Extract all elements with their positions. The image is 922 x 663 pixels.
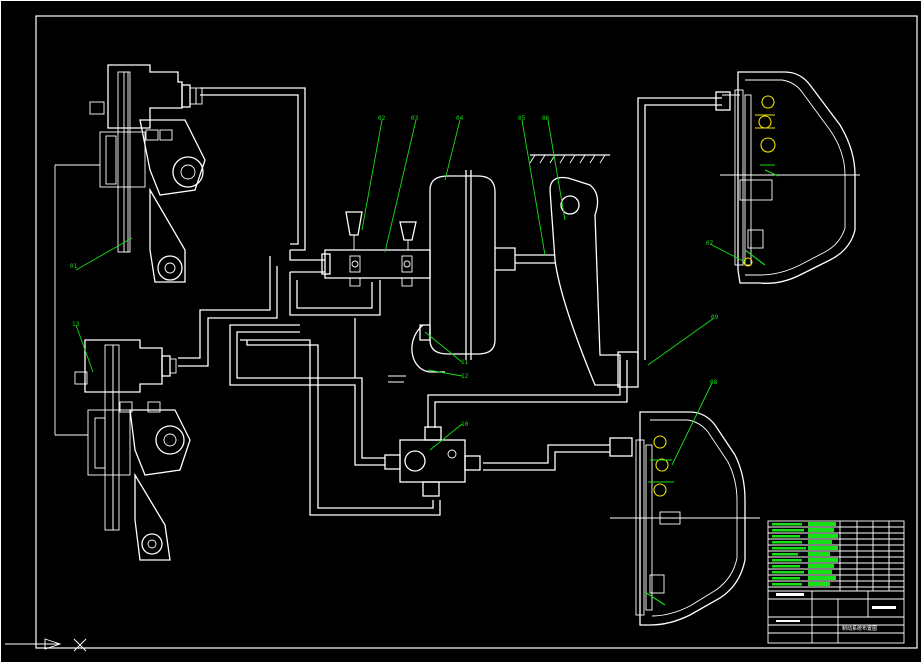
- callout-06: 06: [542, 115, 550, 122]
- title-block: 制动系统布置图: [767, 520, 905, 644]
- callout-13: 13: [72, 321, 80, 328]
- rear-right-brake-assembly: [609, 411, 760, 626]
- callout-08: 08: [710, 379, 718, 386]
- parts-list-entries: [772, 522, 838, 586]
- drawing-title: 制动系统布置图: [842, 625, 877, 632]
- leader-lines: [75, 119, 746, 466]
- front-left-brake-assembly: [89, 64, 206, 283]
- callout-11: 11: [461, 359, 469, 366]
- parts-list-rows: [768, 526, 904, 588]
- callout-07: 07: [706, 240, 714, 247]
- callout-09: 09: [711, 314, 719, 321]
- callout-10: 10: [461, 421, 469, 428]
- vacuum-line-note: [388, 375, 406, 383]
- callout-04: 04: [456, 115, 464, 122]
- callout-12: 12: [461, 373, 469, 380]
- master-cylinder: [321, 211, 431, 287]
- proportioning-valve: [384, 426, 481, 497]
- callout-03: 03: [411, 115, 419, 122]
- callout-labels: 01 02 03 04 05 06 07 08 09 10 11 12 13: [70, 115, 719, 428]
- callout-01: 01: [70, 263, 78, 270]
- brake-pipes: [178, 87, 722, 516]
- vacuum-booster: [411, 170, 555, 373]
- front-right-brake-assembly: [715, 71, 860, 284]
- rear-left-brake-assembly: [54, 164, 191, 561]
- callout-05: 05: [518, 115, 526, 122]
- brake-pedal: [529, 154, 639, 388]
- callout-02: 02: [378, 115, 386, 122]
